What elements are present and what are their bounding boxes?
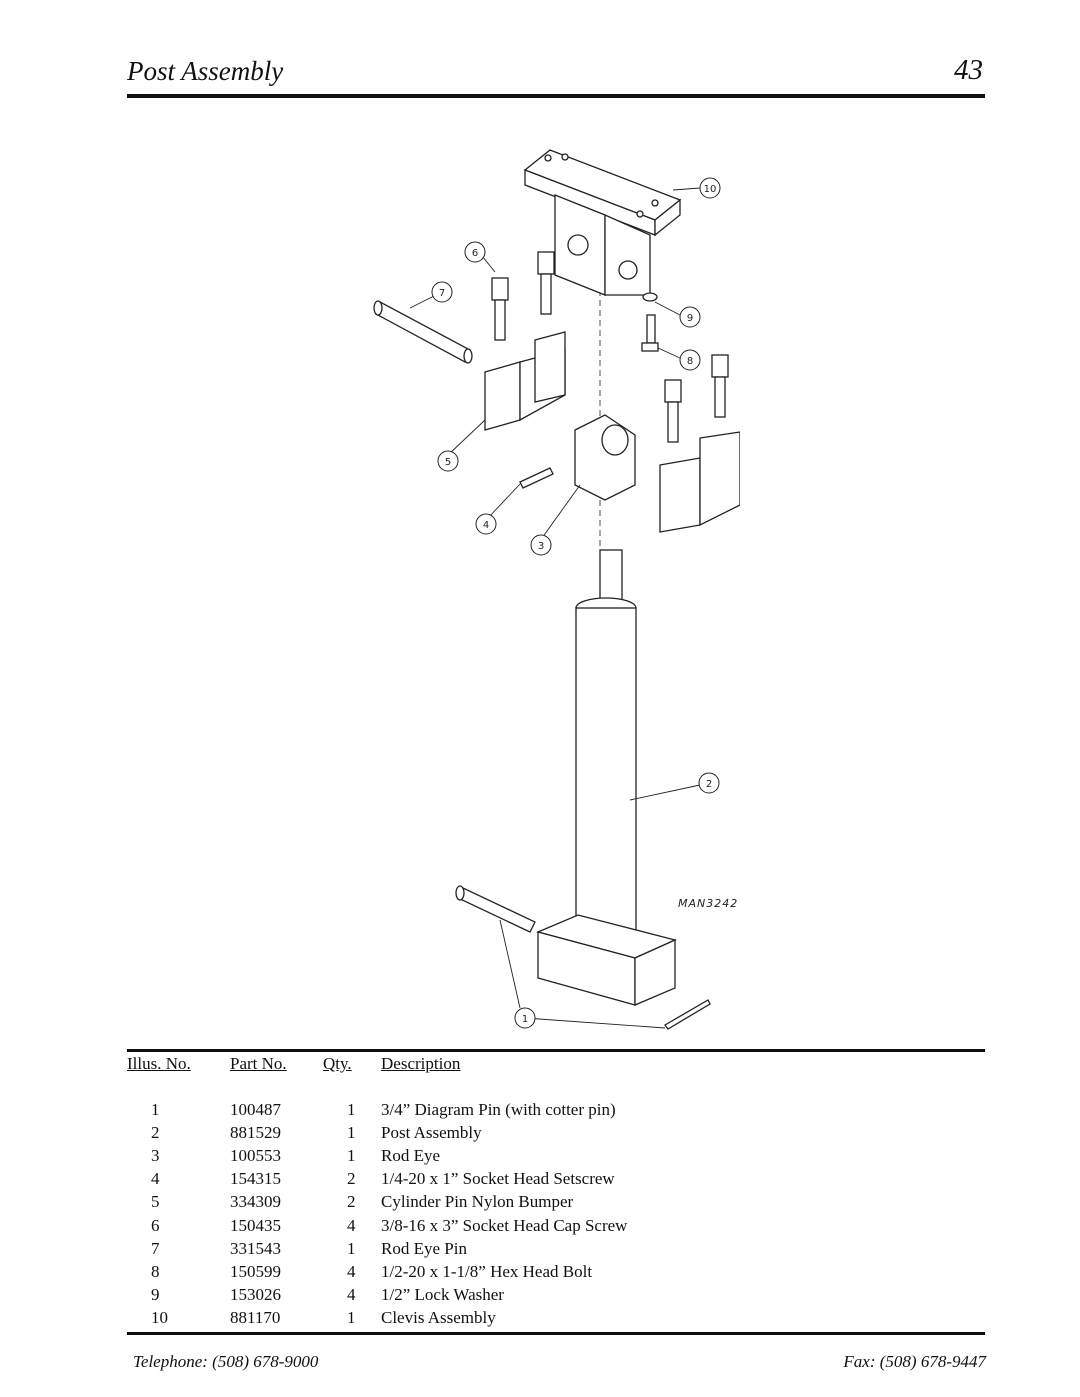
qty: 1 xyxy=(347,1099,356,1119)
table-row: 3 100553 1 Rod Eye xyxy=(127,1144,627,1167)
col-illus-no: Illus. No. xyxy=(127,1054,191,1073)
col-qty: Qty. xyxy=(323,1054,352,1073)
svg-text:8: 8 xyxy=(687,356,693,367)
footer-fax: Fax: (508) 678-9447 xyxy=(843,1352,986,1371)
part-no: 153026 xyxy=(230,1285,281,1305)
description: 3/4” Diagram Pin (with cotter pin) xyxy=(381,1099,616,1119)
description: Cylinder Pin Nylon Bumper xyxy=(381,1192,574,1212)
part-no: 154315 xyxy=(230,1169,281,1189)
illus-no: 9 xyxy=(151,1285,160,1305)
qty: 4 xyxy=(347,1261,356,1281)
illus-no: 10 xyxy=(151,1308,168,1328)
illus-no: 2 xyxy=(151,1122,160,1142)
description: Post Assembly xyxy=(381,1122,482,1142)
page-number: 43 xyxy=(954,54,983,86)
callout-9: 9 xyxy=(679,306,701,328)
description: Rod Eye Pin xyxy=(381,1238,467,1258)
callout-10: 10 xyxy=(699,177,721,199)
part-no: 881170 xyxy=(230,1308,281,1328)
table-row: 10 881170 1 Clevis Assembly xyxy=(127,1307,627,1330)
table-row: 5 334309 2 Cylinder Pin Nylon Bumper xyxy=(127,1191,627,1214)
part-no: 100553 xyxy=(230,1145,281,1165)
table-row: 8 150599 4 1/2-20 x 1-1/8” Hex Head Bolt xyxy=(127,1260,627,1283)
description: 1/4-20 x 1” Socket Head Setscrew xyxy=(381,1169,615,1189)
svg-text:2: 2 xyxy=(706,779,712,790)
callout-7: 7 xyxy=(431,281,453,303)
part-no: 100487 xyxy=(230,1099,281,1119)
page-title: Post Assembly xyxy=(127,56,284,86)
part-no: 331543 xyxy=(230,1238,281,1258)
table-row: 4 154315 2 1/4-20 x 1” Socket Head Setscrew xyxy=(127,1168,627,1191)
callout-5: 5 xyxy=(437,450,459,472)
drawing-code: MAN3242 xyxy=(678,897,738,910)
part-no: 150599 xyxy=(230,1261,281,1281)
table-row: 6 150435 4 3/8-16 x 3” Socket Head Cap Scre… xyxy=(127,1214,627,1237)
svg-text:5: 5 xyxy=(445,457,451,468)
table-top-rule xyxy=(127,1049,985,1052)
parts-table-header: Illus. No. Part No. Qty. Description xyxy=(127,1052,627,1076)
part-no: 334309 xyxy=(230,1192,281,1212)
callout-2: 2 xyxy=(698,772,720,794)
qty: 1 xyxy=(347,1238,356,1258)
illus-no: 7 xyxy=(151,1238,160,1258)
qty: 4 xyxy=(347,1285,356,1305)
qty: 2 xyxy=(347,1169,356,1189)
table-bottom-rule xyxy=(127,1332,985,1335)
svg-text:4: 4 xyxy=(483,520,489,531)
callout-8: 8 xyxy=(679,349,701,371)
callout-4: 4 xyxy=(475,513,497,535)
post-assembly-diagram: 10 6 7 9 8 5 4 3 2 1 MAN3242 xyxy=(373,149,740,1030)
qty: 2 xyxy=(347,1192,356,1212)
svg-text:9: 9 xyxy=(687,313,693,324)
callout-3: 3 xyxy=(530,534,552,556)
description: 3/8-16 x 3” Socket Head Cap Screw xyxy=(381,1215,628,1235)
illus-no: 5 xyxy=(151,1192,160,1212)
svg-text:10: 10 xyxy=(704,184,717,195)
illus-no: 1 xyxy=(151,1099,160,1119)
col-description: Description xyxy=(381,1054,461,1073)
svg-text:7: 7 xyxy=(439,288,445,299)
part-no: 150435 xyxy=(230,1215,281,1235)
callout-6: 6 xyxy=(464,241,486,263)
callout-1: 1 xyxy=(514,1007,536,1029)
table-row: 7 331543 1 Rod Eye Pin xyxy=(127,1237,627,1260)
table-row: 2 881529 1 Post Assembly xyxy=(127,1121,627,1144)
header-rule xyxy=(127,94,985,98)
callouts: 10 6 7 9 8 5 4 3 2 1 xyxy=(431,177,721,1029)
svg-text:3: 3 xyxy=(538,541,544,552)
svg-text:6: 6 xyxy=(472,248,478,259)
illus-no: 6 xyxy=(151,1215,160,1235)
qty: 1 xyxy=(347,1308,356,1328)
illus-no: 3 xyxy=(151,1145,160,1165)
illus-no: 8 xyxy=(151,1261,160,1281)
qty: 1 xyxy=(347,1122,356,1142)
description: Clevis Assembly xyxy=(381,1308,496,1328)
qty: 1 xyxy=(347,1145,356,1165)
svg-text:1: 1 xyxy=(522,1014,528,1025)
illus-no: 4 xyxy=(151,1169,160,1189)
table-row: 9 153026 4 1/2” Lock Washer xyxy=(127,1284,627,1307)
description: 1/2-20 x 1-1/8” Hex Head Bolt xyxy=(381,1261,593,1281)
part-no: 881529 xyxy=(230,1122,281,1142)
description: 1/2” Lock Washer xyxy=(381,1285,504,1305)
footer-telephone: Telephone: (508) 678-9000 xyxy=(133,1352,319,1371)
qty: 4 xyxy=(347,1215,356,1235)
description: Rod Eye xyxy=(381,1145,441,1165)
table-row: 1 100487 1 3/4” Diagram Pin (with cotter pi… xyxy=(127,1098,627,1121)
col-part-no: Part No. xyxy=(230,1054,287,1073)
